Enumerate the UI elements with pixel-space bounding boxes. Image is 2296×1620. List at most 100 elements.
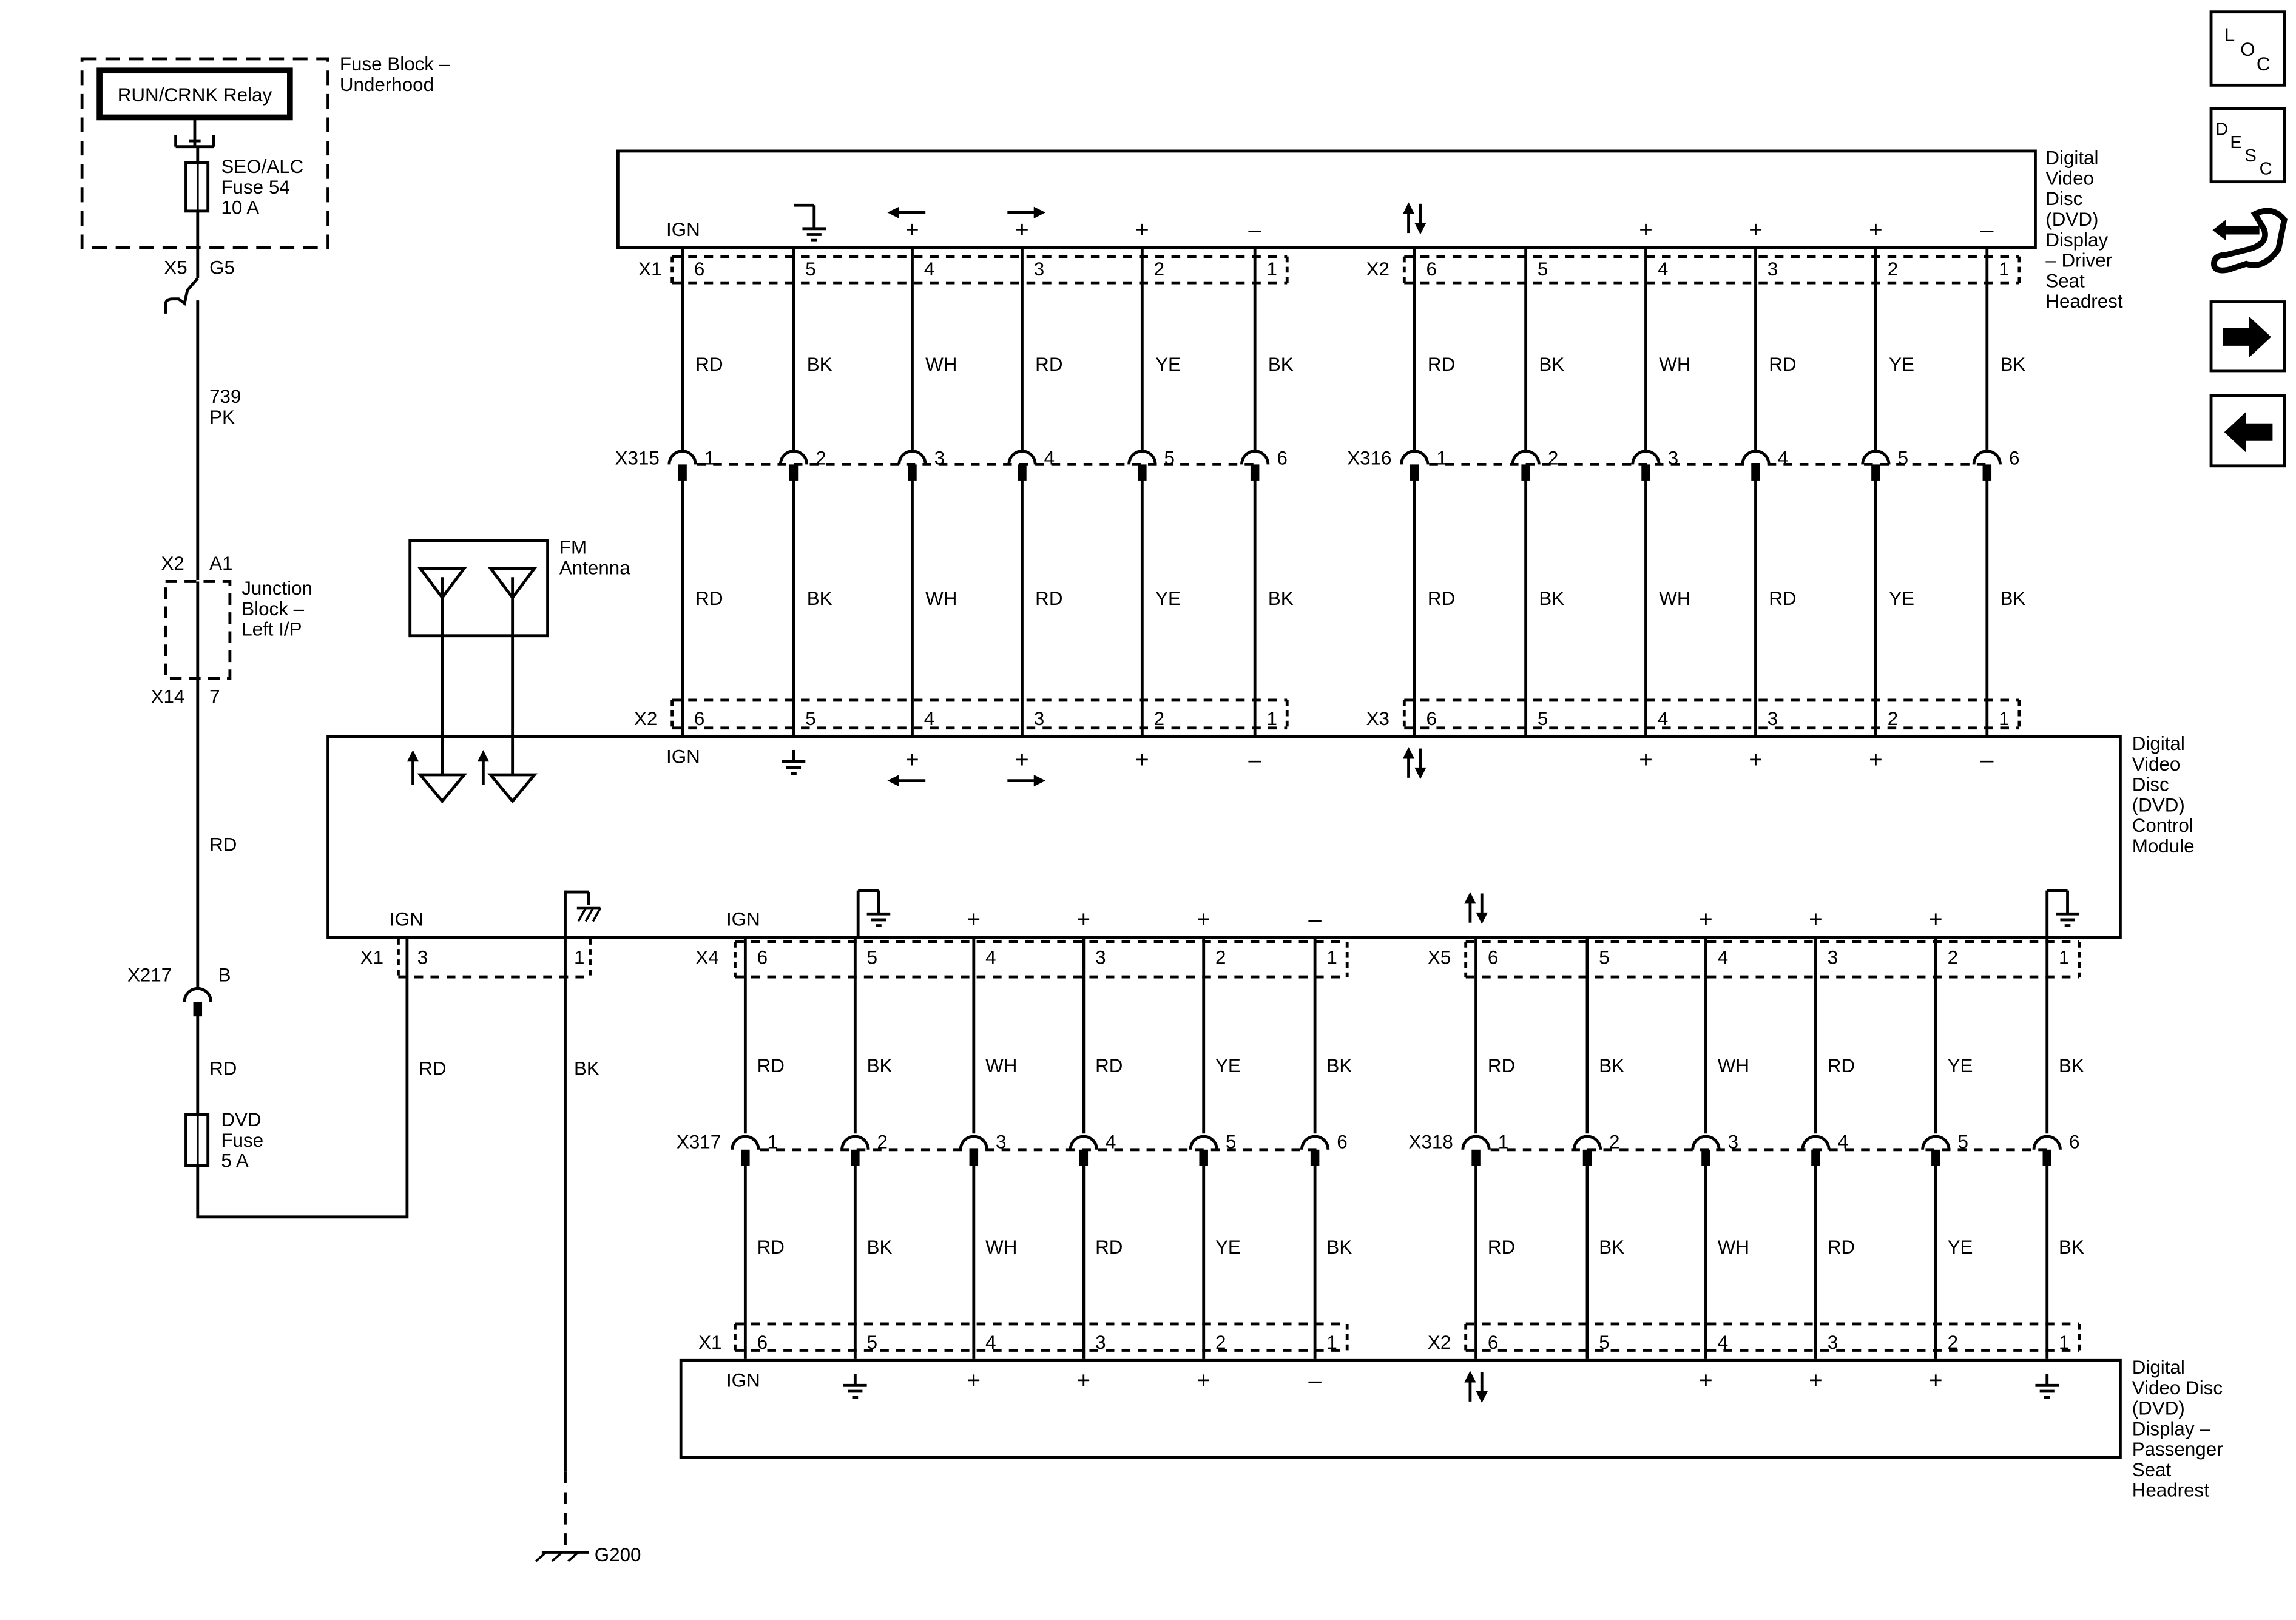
module-top-a-color-5: YE (1155, 588, 1181, 609)
passenger-b-pin-1: 1 (2059, 1332, 2069, 1353)
jb-wire-color: RD (209, 834, 237, 855)
module-bot-connector-a (734, 940, 1349, 979)
inline-a-cavity-6: 6 (1277, 447, 1287, 468)
module-top-minus-1: – (1248, 747, 1261, 773)
driver-a-color-1: RD (695, 354, 723, 375)
passenger-b-color-2: BK (1599, 1237, 1624, 1258)
driver-b-pin-1: 1 (1999, 258, 2009, 280)
inline-lower-b-cavity-5: 5 (1958, 1131, 1968, 1152)
svg-text:Digital: Digital (2045, 147, 2098, 169)
passenger-a-pin-4: 4 (985, 1332, 996, 1353)
module-pin3: 3 (417, 947, 428, 968)
module-top-plus-4: + (905, 747, 919, 773)
x318-label: X318 (1409, 1131, 1453, 1152)
passenger-b-pin-2: 2 (1948, 1332, 1958, 1353)
module-bot-a-color-5: YE (1215, 1055, 1241, 1076)
module-bot-b-color-3: WH (1718, 1055, 1749, 1076)
passenger-a-color-4: RD (1095, 1237, 1123, 1258)
driver-minus-1: – (1248, 217, 1261, 243)
driver-x2-label: X2 (1366, 258, 1389, 280)
driver-a-color-3: WH (925, 354, 957, 375)
module-x4-label: X4 (695, 947, 718, 968)
harness-wiring: 616RDRD525BKBK434WHWH343RDRD252YEYE161BK… (666, 202, 2084, 1403)
fuse-block-title-1: Fuse Block – (340, 53, 450, 75)
inline-lower-b-cavity-3: 3 (1728, 1131, 1738, 1152)
module-bot-a-color-2: BK (867, 1055, 893, 1076)
passenger-b-plus-2: + (1929, 1368, 1943, 1394)
svg-text:L: L (2224, 24, 2235, 46)
passenger-plus-2: + (1197, 1368, 1210, 1394)
module-top-b-plus-4: + (1639, 747, 1653, 773)
x217-wire-color: RD (209, 1058, 237, 1079)
module-bot-a-pin-5: 5 (867, 947, 877, 968)
inline-lower-a-cavity-2: 2 (877, 1131, 888, 1152)
svg-text:O: O (2240, 39, 2255, 60)
svg-text:Headrest: Headrest (2132, 1480, 2210, 1501)
passenger-b-color-6: BK (2059, 1237, 2084, 1258)
driver-b-pin-4: 4 (1658, 258, 1668, 280)
driver-b-pin-3: 3 (1768, 258, 1778, 280)
inline-lower-a-cavity-3: 3 (996, 1131, 1006, 1152)
driver-arrow-left-icon (887, 206, 926, 218)
module-top-a-color-1: RD (695, 588, 723, 609)
svg-text:(DVD): (DVD) (2132, 794, 2185, 815)
desc-button[interactable]: D E S C (2209, 107, 2286, 184)
module-x5-label: X5 (1428, 947, 1451, 968)
next-page-button[interactable] (2209, 300, 2286, 373)
control-module-title: Digital Video Disc (DVD) Control Module (2132, 733, 2195, 857)
svg-text:Disc: Disc (2045, 188, 2082, 209)
module-bot-b-pin-1: 1 (2059, 947, 2069, 968)
inline-lower-a-cavity-1: 1 (768, 1131, 778, 1152)
module-top-b-minus-1: – (1980, 747, 1994, 773)
driver-display-box (616, 149, 2037, 249)
passenger-connector-b (1464, 1322, 2081, 1352)
module-top-a-pin-3: 3 (1034, 708, 1044, 729)
passenger-bidir-icon (1464, 1371, 1488, 1403)
inline-b-cavity-1: 1 (1436, 447, 1447, 468)
driver-inline-a (667, 450, 1270, 481)
passenger-ign-label: IGN (726, 1370, 760, 1391)
passenger-plus-3: + (1077, 1368, 1091, 1394)
circuit-739-color: PK (209, 407, 235, 428)
svg-text:C: C (2257, 53, 2271, 75)
svg-text:D: D (2215, 120, 2228, 139)
driver-b-plus-2: + (1869, 217, 1883, 243)
inline-lower-b-cavity-4: 4 (1838, 1131, 1848, 1152)
gnd-wire-color: BK (574, 1058, 599, 1079)
driver-b-plus-3: + (1749, 217, 1763, 243)
module-bot-b-plus-3: + (1809, 906, 1823, 933)
driver-b-minus-1: – (1980, 217, 1994, 243)
module-bot-a-color-4: RD (1095, 1055, 1123, 1076)
svg-text:Digital: Digital (2132, 1357, 2185, 1378)
module-bot-b-pin-5: 5 (1599, 947, 1609, 968)
x5-terminal (164, 277, 199, 314)
module-x1-label: X1 (360, 947, 383, 968)
fuse-block-outline (80, 57, 329, 249)
loc-button[interactable]: L O C (2209, 10, 2286, 87)
module-x2-label: X2 (634, 708, 657, 729)
svg-text:Display –: Display – (2132, 1418, 2211, 1439)
module-bot-a-pin-3: 3 (1095, 947, 1106, 968)
module-bot-b-color-2: BK (1599, 1055, 1624, 1076)
driver-ground-icon (793, 203, 826, 240)
passenger-a-color-6: BK (1326, 1237, 1352, 1258)
prev-page-button[interactable] (2209, 394, 2286, 468)
jb-pin7: 7 (209, 686, 220, 707)
x315-label: X315 (615, 447, 660, 468)
connector-tool-icon[interactable] (2208, 202, 2291, 282)
module-bot-minus-1: – (1308, 906, 1322, 933)
driver-b-color-6: BK (2001, 354, 2026, 375)
passenger-b-pin-5: 5 (1599, 1332, 1609, 1353)
module-bot-b-color-1: RD (1488, 1055, 1515, 1076)
module-bot-a-pin-4: 4 (985, 947, 996, 968)
module-bot-b-color-4: RD (1828, 1055, 1855, 1076)
x316-label: X316 (1347, 447, 1391, 468)
passenger-b-pin-4: 4 (1718, 1332, 1728, 1353)
driver-plus-3: + (1015, 217, 1029, 243)
module-top-plus-2: + (1135, 747, 1149, 773)
module-top-a-pin-2: 2 (1154, 708, 1164, 729)
x5-label: X5 (164, 257, 187, 278)
driver-plus-2: + (1135, 217, 1149, 243)
module-bot-plus-2: + (1197, 906, 1210, 933)
